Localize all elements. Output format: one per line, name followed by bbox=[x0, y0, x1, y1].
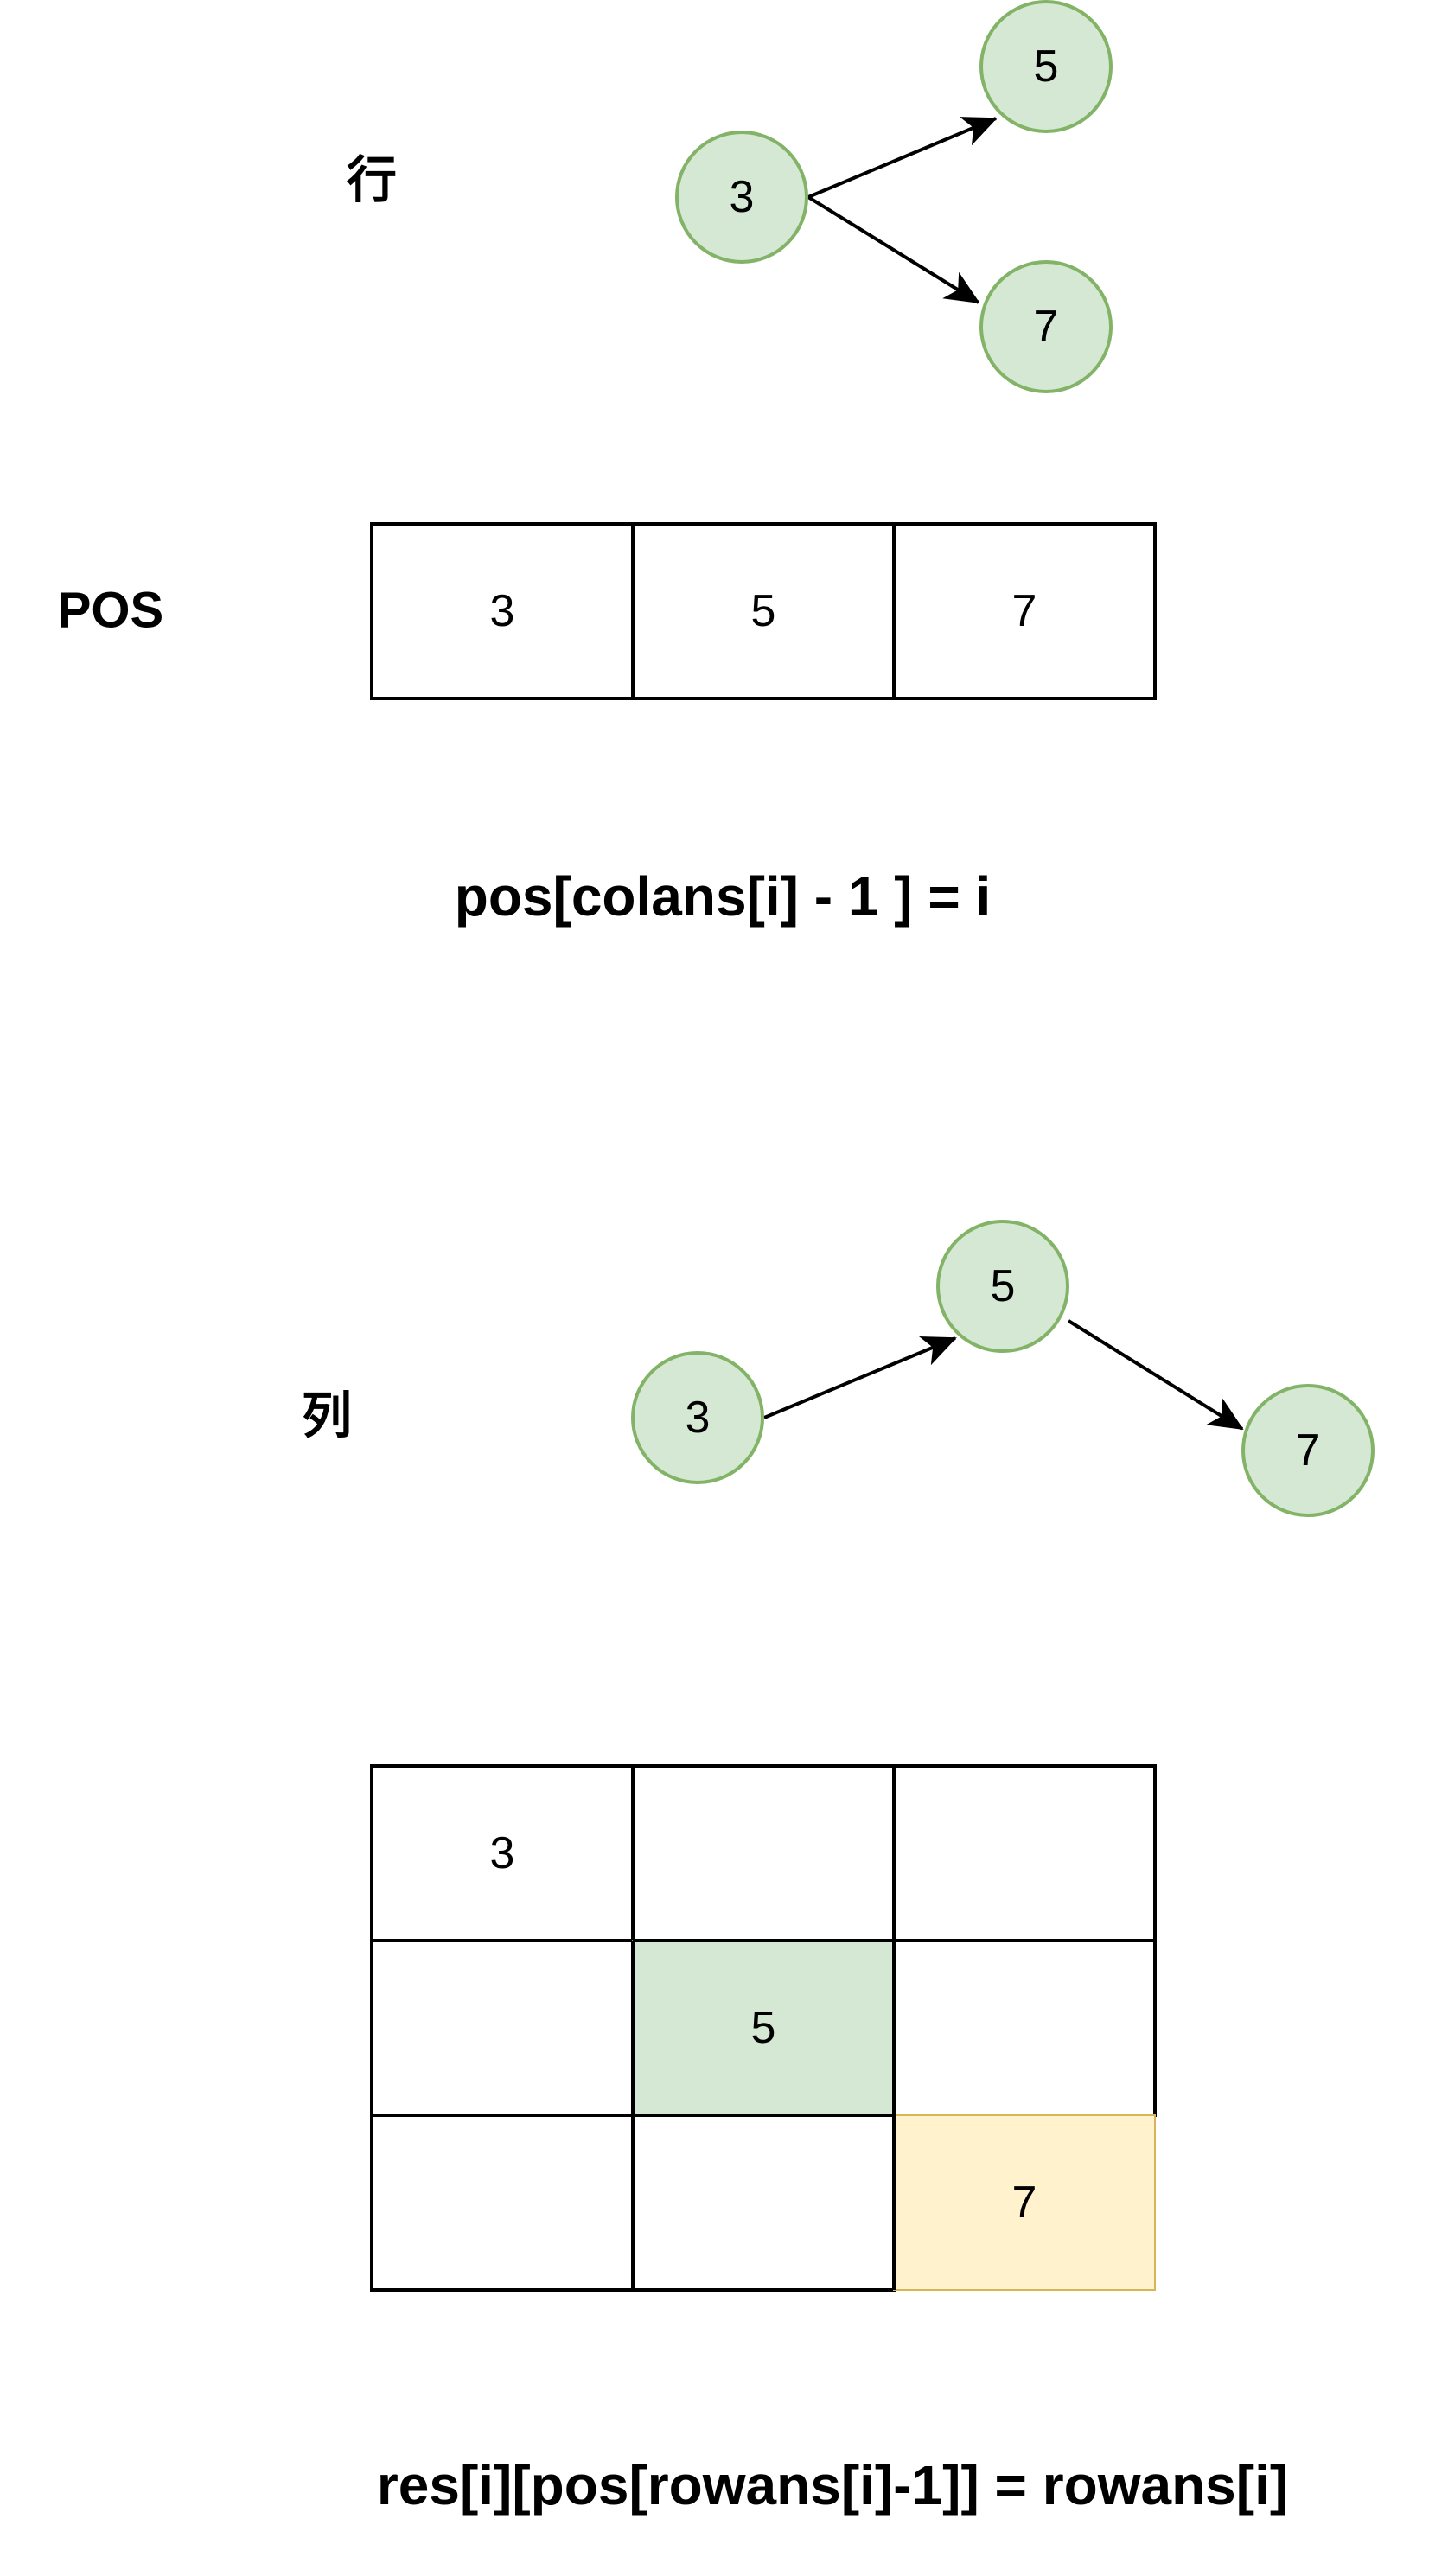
row-node-7: 7 bbox=[979, 260, 1113, 393]
col-edge-3-to-5 bbox=[763, 1336, 957, 1419]
res-cell-0-0: 3 bbox=[370, 1764, 635, 1942]
res-cell-1-1: 5 bbox=[632, 1940, 895, 2116]
pos-cell-2-value: 7 bbox=[1012, 586, 1037, 636]
row-node-5: 5 bbox=[979, 0, 1113, 133]
res-cell-0-1 bbox=[631, 1764, 896, 1942]
res-cell-2-2-value: 7 bbox=[1012, 2177, 1037, 2228]
col-node-3-label: 3 bbox=[686, 1393, 711, 1443]
res-cell-1-2 bbox=[892, 1939, 1157, 2117]
res-cell-1-0 bbox=[370, 1939, 635, 2117]
row-label: 行 bbox=[347, 152, 397, 208]
col-node-7-label: 7 bbox=[1296, 1425, 1321, 1476]
row-node-5-label: 5 bbox=[1034, 41, 1059, 92]
res-cell-2-0 bbox=[370, 2114, 635, 2292]
col-section: 列 3 5 7 bbox=[302, 1220, 1375, 1517]
row-node-3: 3 bbox=[675, 131, 808, 264]
res-cell-2-1 bbox=[631, 2114, 896, 2292]
pos-formula: pos[colans[i] - 1 ] = i bbox=[455, 865, 992, 928]
row-edge-3-to-5 bbox=[807, 117, 998, 199]
row-section: 行 3 5 7 bbox=[347, 0, 1113, 393]
pos-cell-1: 5 bbox=[631, 522, 896, 700]
row-edge-3-to-7 bbox=[807, 195, 980, 304]
pos-section: POS 3 5 7 pos[colans[i] - 1 ] = i bbox=[58, 522, 1157, 928]
pos-cell-1-value: 5 bbox=[751, 586, 776, 636]
row-node-7-label: 7 bbox=[1034, 302, 1059, 352]
pos-cell-2: 7 bbox=[892, 522, 1157, 700]
res-cell-2-2: 7 bbox=[893, 2114, 1156, 2291]
col-node-5-label: 5 bbox=[991, 1261, 1016, 1311]
col-label: 列 bbox=[302, 1388, 352, 1444]
res-cell-0-0-value: 3 bbox=[490, 1828, 515, 1878]
pos-cell-0: 3 bbox=[370, 522, 635, 700]
res-grid: 3 5 bbox=[370, 1764, 1157, 2292]
col-node-5: 5 bbox=[936, 1220, 1069, 1353]
row-node-3-label: 3 bbox=[730, 172, 755, 222]
res-cell-1-1-value: 5 bbox=[751, 2003, 776, 2053]
pos-cell-0-value: 3 bbox=[490, 586, 515, 636]
col-edge-5-to-7 bbox=[1067, 1319, 1244, 1431]
pos-label: POS bbox=[58, 583, 164, 639]
col-node-7: 7 bbox=[1241, 1384, 1375, 1517]
col-node-3: 3 bbox=[631, 1351, 764, 1484]
res-cell-0-2 bbox=[892, 1764, 1157, 1942]
res-formula: res[i][pos[rowans[i]-1]] = rowans[i] bbox=[377, 2454, 1288, 2516]
